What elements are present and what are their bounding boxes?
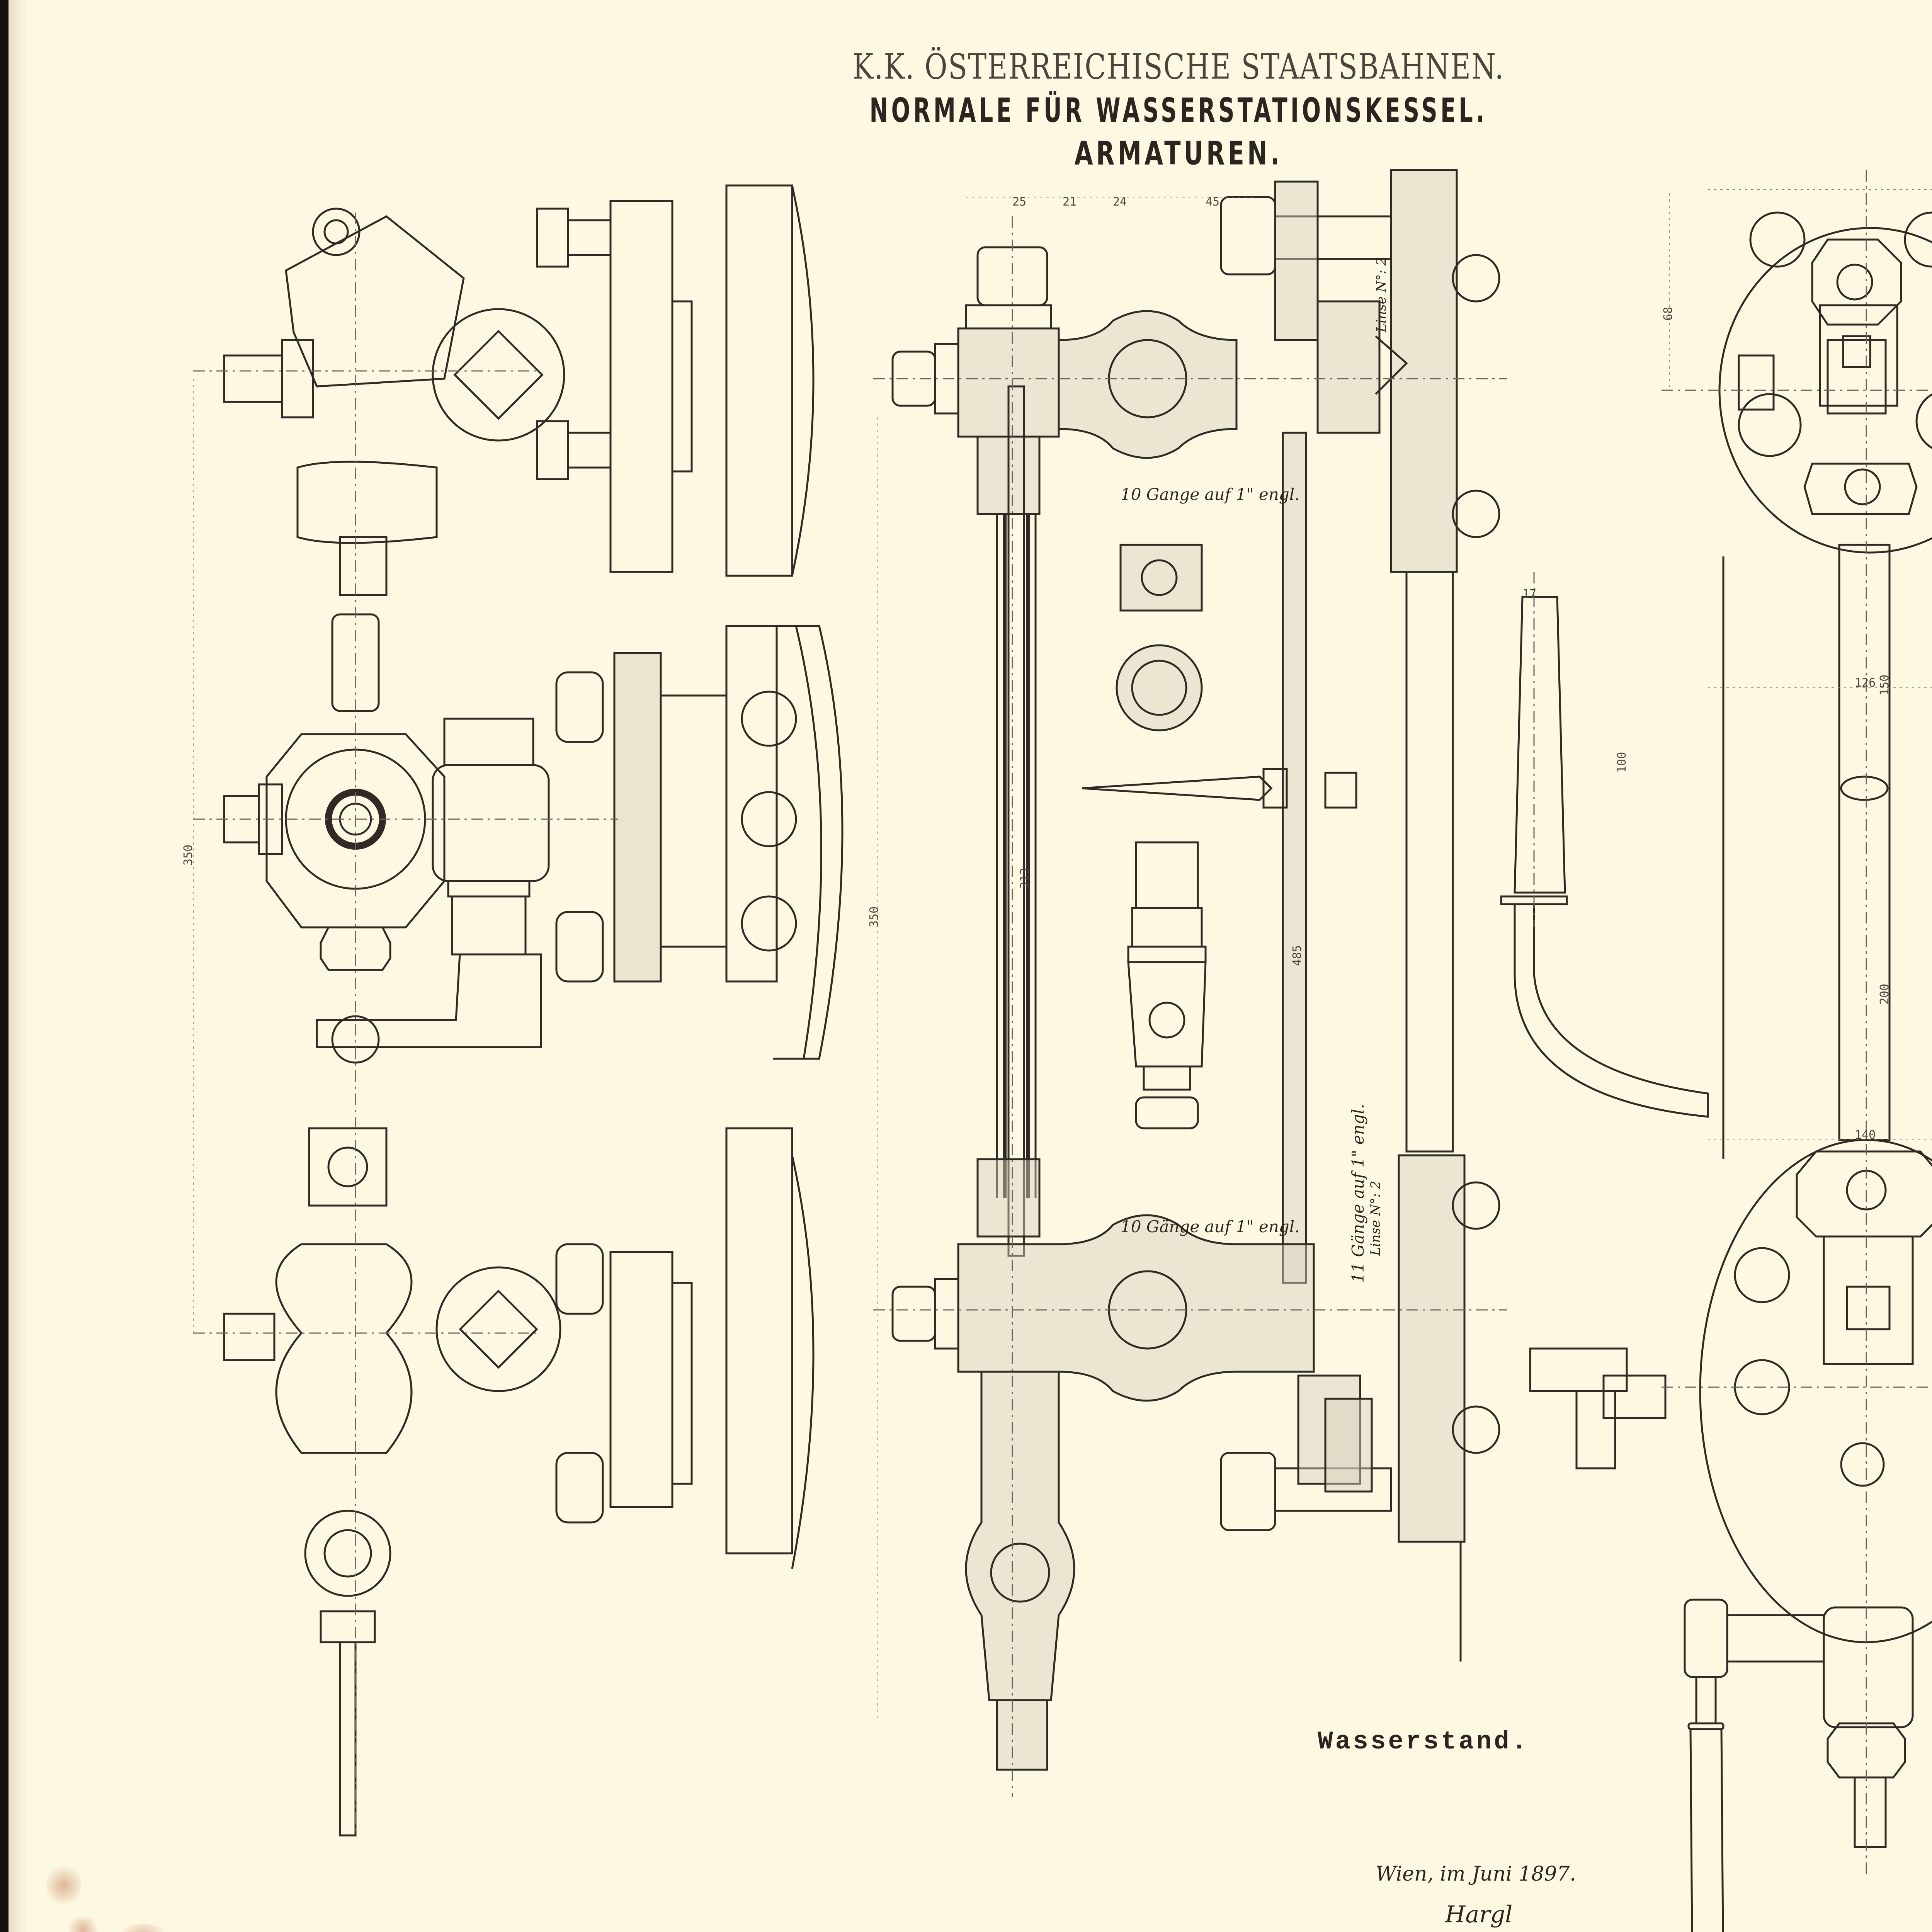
view-right-bottom — [1529, 1139, 1932, 1932]
view-right-front — [1718, 211, 1932, 1159]
paper-stain — [46, 1862, 81, 1909]
dimension-label: 140 — [1855, 1128, 1876, 1142]
dimension-label: 68 — [1662, 306, 1675, 321]
dimension-label: 350 — [867, 906, 881, 927]
place-date: Wien, im Juni 1897. — [1376, 1862, 1576, 1886]
view-left-bottom — [223, 1127, 815, 1837]
dimension-lines — [193, 189, 1932, 1719]
dimension-label: 200 — [1878, 983, 1891, 1005]
drawing-subtitle: ARMATUREN. — [1074, 134, 1283, 172]
view-center-section — [891, 169, 1500, 1771]
dimension-label: 24 — [1113, 195, 1127, 209]
drawing-caption: Wasserstand. — [1318, 1727, 1529, 1756]
view-funnel — [1500, 596, 1709, 1118]
dimension-label: 25 — [1012, 195, 1027, 209]
dimension-label: 100 — [1615, 752, 1629, 773]
dimension-label: 17 — [1522, 587, 1537, 601]
dimension-label: 485 — [1291, 945, 1304, 966]
dimension-label: 45 — [1206, 195, 1220, 209]
dimension-label: 313 — [1018, 867, 1032, 889]
lens-label-bottom: Linse N°: 2 — [1368, 1180, 1383, 1256]
drawing-title: NORMALE FÜR WASSERSTATIONSKESSEL. — [869, 92, 1488, 130]
thread-note-bottom: 10 Gänge auf 1" engl. — [1121, 1217, 1300, 1236]
thread-note-side: 11 Gänge auf 1" engl. — [1349, 1104, 1367, 1283]
dimension-label: 350 — [182, 844, 195, 866]
dimension-label: 126 — [1855, 676, 1876, 690]
thread-note-top: 10 Gange auf 1" engl. — [1121, 485, 1300, 504]
organization-header: K.K. ÖSTERREICHISCHE STAATSBAHNEN. — [852, 46, 1505, 87]
lens-label-top: Linse N°: 2 — [1374, 257, 1389, 332]
view-left-top — [223, 184, 815, 596]
dimension-label: 150 — [1878, 674, 1891, 696]
dimension-label: 21 — [1063, 195, 1077, 209]
signature: Hargl — [1445, 1901, 1513, 1928]
view-left-middle — [223, 613, 844, 1064]
center-lines — [193, 170, 1932, 1874]
